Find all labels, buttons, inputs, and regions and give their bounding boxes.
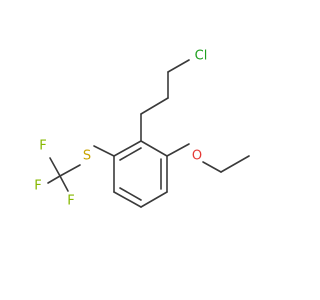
bond-ring-double-c3-c4 <box>119 187 142 201</box>
bond-ring-double-c1-c2 <box>119 147 142 161</box>
atom-label-fluorine-2: F <box>34 179 41 194</box>
bond-cf3-to-f1 <box>49 157 61 177</box>
atom-label-sulfur: S <box>83 149 91 164</box>
atom-label-oxygen: O <box>192 149 202 164</box>
bond-cf3-to-f3 <box>59 175 69 192</box>
atom-label-fluorine-1: F <box>39 139 46 154</box>
bond-ring-c6-c1 <box>140 140 168 157</box>
bond-ring-c3-c4 <box>113 191 142 208</box>
bond-chain-c1-c2 <box>140 97 169 115</box>
molecule-structure: Cl O S F F F <box>34 49 250 209</box>
bond-ring-to-o <box>166 143 190 157</box>
atom-labels: Cl O S F F F <box>34 49 207 209</box>
bond-o-to-ch2 <box>202 161 222 173</box>
atom-label-chlorine: Cl <box>195 49 208 64</box>
atom-label-fluorine-3: F <box>67 194 74 209</box>
bonds <box>47 59 250 208</box>
bond-chain-c3-cl <box>167 59 190 73</box>
bond-s-to-cf3 <box>59 164 81 177</box>
bond-ch2-to-ch3 <box>220 155 250 173</box>
bond-ring-c1-c2 <box>113 140 142 157</box>
bond-cf3-to-f2 <box>47 175 61 184</box>
bond-ring-to-s <box>93 145 115 157</box>
bond-ring-c4-c5 <box>140 191 168 208</box>
